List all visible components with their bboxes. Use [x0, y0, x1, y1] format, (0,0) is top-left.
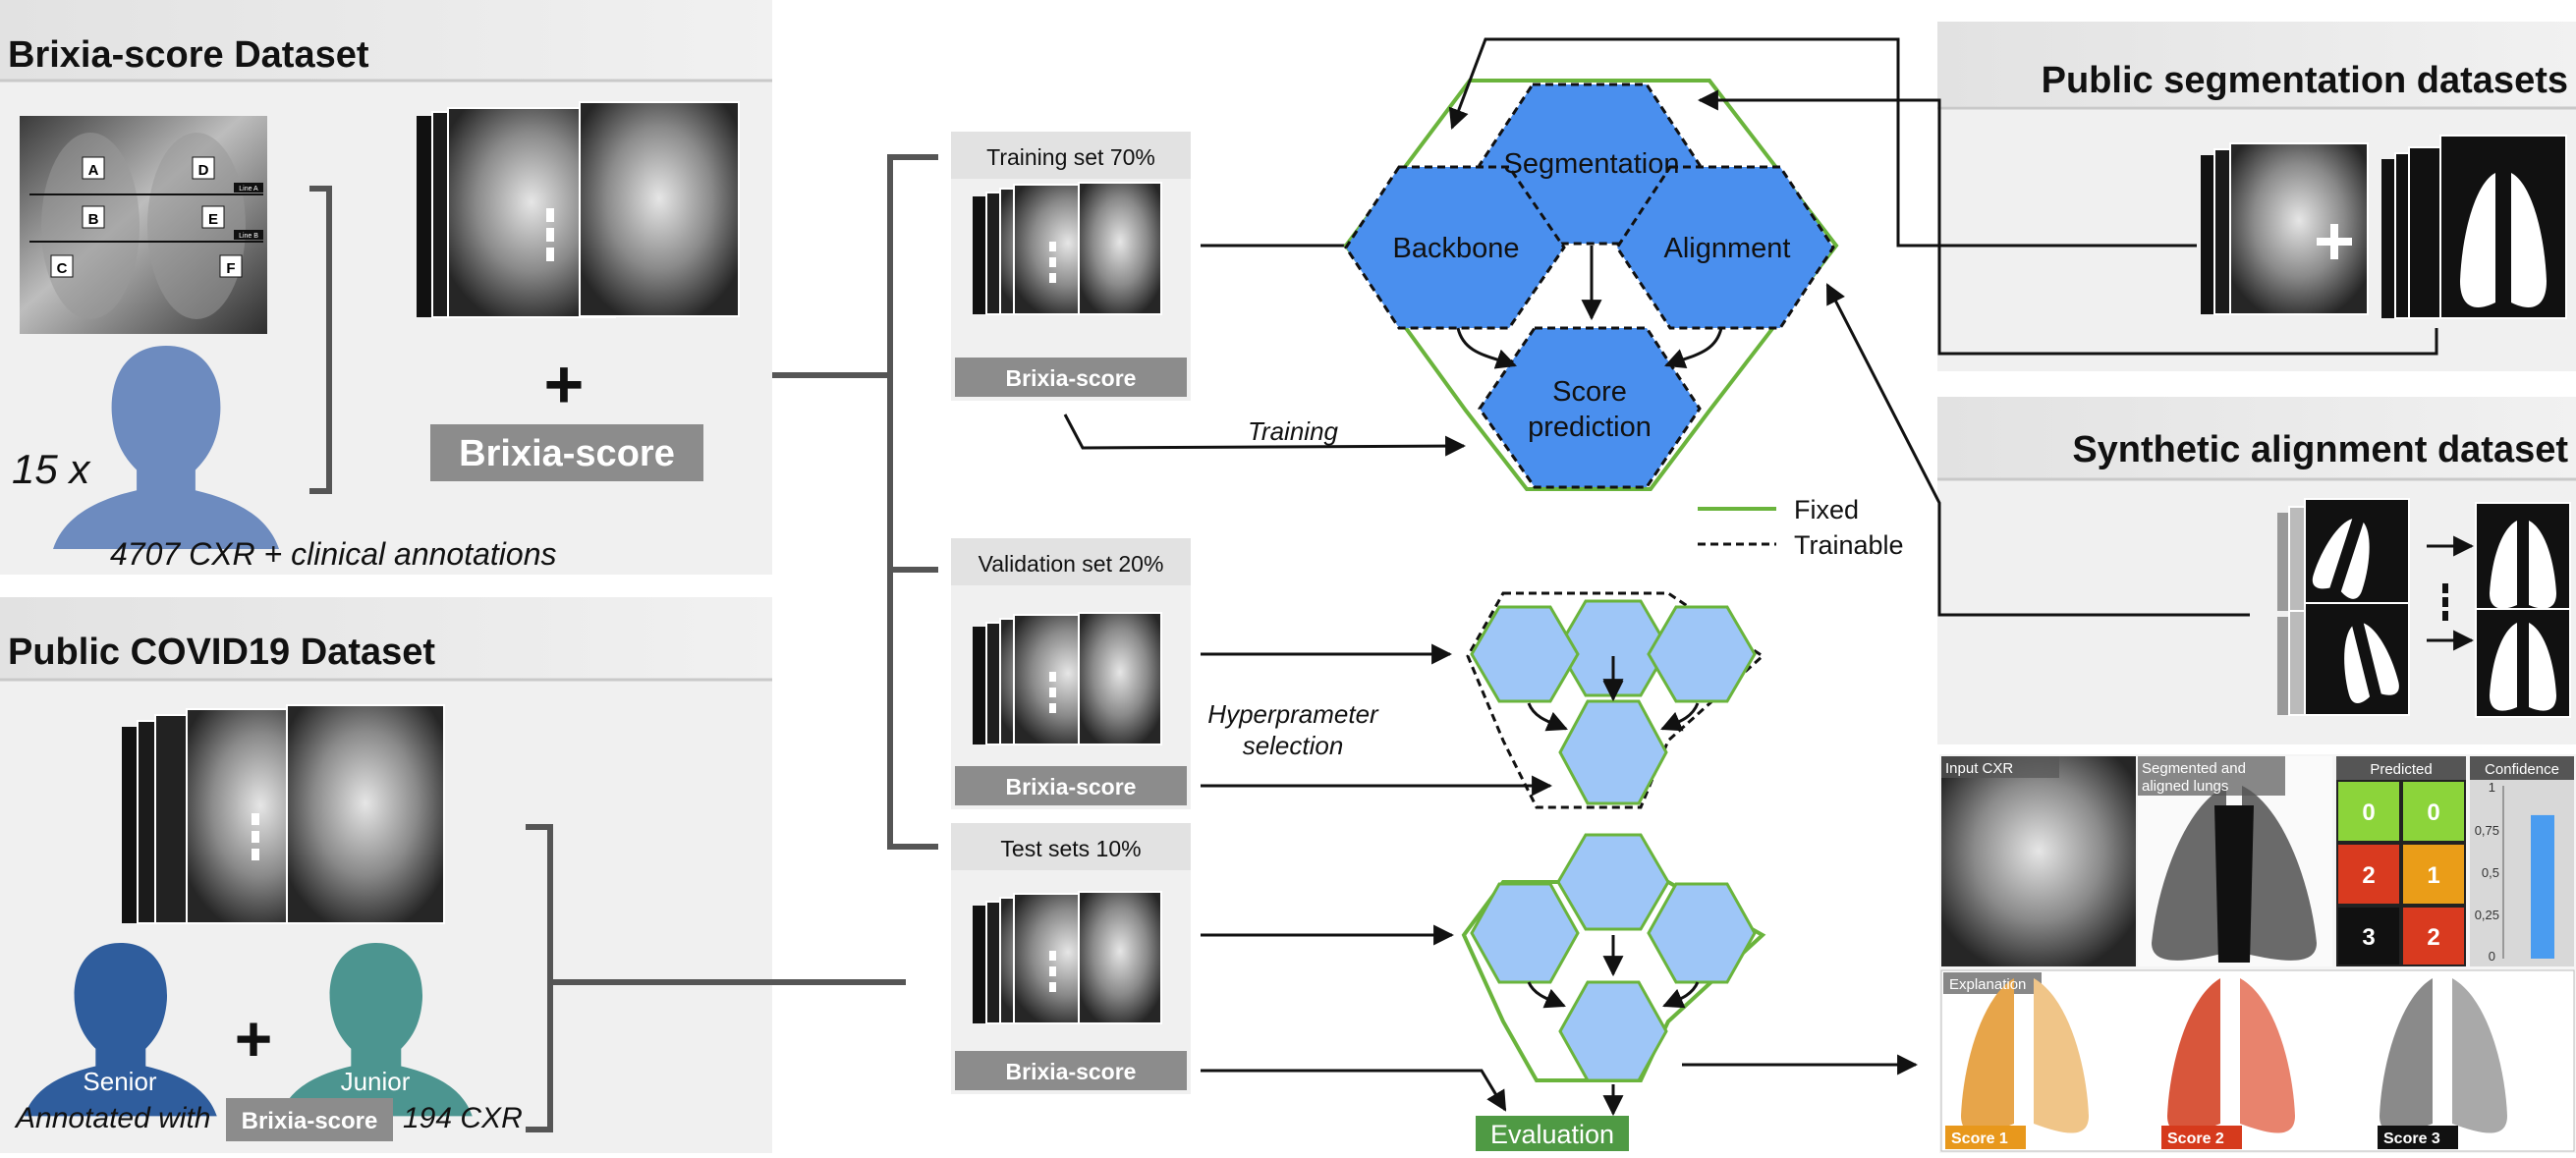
confidence-tick-025: 0,25: [2475, 908, 2499, 922]
pred-value-0-0: 0: [2362, 800, 2375, 826]
hyper-label-line2: selection: [1243, 731, 1344, 760]
training-xray-stack-icon: [972, 182, 1162, 315]
confidence-tick-075: 0,75: [2475, 823, 2499, 838]
junior-label: Junior: [341, 1067, 411, 1096]
segmented-label-line1: Segmented and: [2142, 760, 2246, 777]
alignment-input-stack-icon: [2277, 498, 2410, 716]
confidence-label: Confidence: [2485, 761, 2559, 778]
segmentation-label: Segmentation: [1504, 148, 1680, 180]
covid-annotated-with: Annotated with: [14, 1102, 210, 1134]
validation-split-badge-label: Brixia-score: [1006, 774, 1137, 800]
hyper-label-line1: Hyperprameter: [1207, 699, 1379, 729]
senior-label: Senior: [83, 1067, 156, 1096]
pred-cell-0-0: [2338, 782, 2399, 841]
pred-cell-0-1: [2403, 782, 2464, 841]
test-split-badge-label: Brixia-score: [1006, 1059, 1137, 1084]
test-split-badge: [955, 1051, 1187, 1090]
training-split-badge: [955, 358, 1187, 397]
test-split-label: Test sets 10%: [1000, 836, 1141, 861]
score1-heatmap-icon: [1961, 978, 2089, 1133]
confidence-tick-0: 0: [2489, 949, 2495, 964]
lung-mask-stack-icon: [2381, 135, 2567, 319]
zone-label-f: F: [226, 260, 235, 277]
brixia-title: Brixia-score Dataset: [8, 34, 369, 76]
line-a-label: Line A: [239, 186, 258, 193]
training-split-label: Training set 70%: [986, 144, 1155, 170]
score-label-line1: Score: [1552, 376, 1627, 408]
brixia-bracket: [309, 186, 332, 494]
validation-xray-stack-icon: [972, 612, 1162, 745]
brixia-badge-label: Brixia-score: [459, 433, 675, 474]
score-prediction-hex: [1478, 326, 1702, 489]
covid-bracket: [526, 824, 553, 1132]
score2-heatmap-icon: [2167, 978, 2295, 1133]
zone-label-d: D: [198, 162, 209, 179]
covid-plus: +: [235, 1002, 273, 1075]
test-xray-stack-icon: [972, 891, 1162, 1024]
backbone-hex: [1344, 165, 1566, 330]
confidence-tick-1: 1: [2489, 780, 2495, 795]
split-bracket: [887, 154, 938, 850]
legend-trainable: Trainable: [1794, 530, 1904, 560]
segmented-label-line2: aligned lungs: [2142, 778, 2228, 795]
confidence-bar: [2531, 814, 2554, 959]
input-cxr-label: Input CXR: [1945, 760, 2013, 777]
brixia-xray-stack-icon: [417, 101, 740, 318]
brixia-caption: 4707 CXR + clinical annotations: [110, 536, 557, 572]
pred-value-1-0: 2: [2362, 862, 2375, 889]
annotators-count: 15 x: [12, 446, 91, 492]
covid-badge-label: Brixia-score: [242, 1108, 378, 1134]
pred-value-0-1: 0: [2427, 800, 2439, 826]
pred-value-2-1: 2: [2427, 924, 2439, 951]
pred-cell-1-0: [2338, 845, 2399, 904]
pred-cell-2-1: [2403, 908, 2464, 965]
pred-cell-1-1: [2403, 845, 2464, 904]
brixia-badge: [430, 424, 703, 481]
alignment-hex: [1615, 165, 1835, 330]
alignment-output-stack-icon: [2475, 502, 2571, 718]
validation-split-badge: [955, 766, 1187, 805]
score-label-line2: prediction: [1528, 412, 1652, 443]
annotated-cxr-image: A B C D E F Line A Line B: [20, 116, 267, 334]
backbone-label: Backbone: [1393, 233, 1520, 264]
pred-cell-2-0: [2338, 908, 2399, 965]
segmentation-xray-stack-icon: [2201, 142, 2369, 315]
confidence-chart: [2470, 756, 2574, 966]
pred-value-2-0: 3: [2362, 924, 2375, 951]
test-hex-cluster: [1461, 833, 1766, 1082]
legend-fixed: Fixed: [1794, 495, 1859, 524]
validation-hex-cluster: [1466, 591, 1765, 809]
zone-label-e: E: [208, 211, 218, 228]
brixia-plus: +: [544, 346, 585, 422]
training-flow-label: Training: [1248, 416, 1339, 446]
evaluation-badge: [1476, 1116, 1629, 1151]
score3-label: Score 3: [2383, 1130, 2440, 1147]
results-panel: [1939, 754, 2576, 1153]
score1-label: Score 1: [1951, 1130, 2008, 1147]
confidence-tick-05: 0,5: [2482, 865, 2499, 880]
validation-split-label: Validation set 20%: [979, 551, 1164, 577]
pred-value-1-1: 1: [2427, 862, 2439, 889]
predicted-label: Predicted: [2370, 761, 2432, 778]
alignment-label: Alignment: [1664, 233, 1791, 264]
line-b-label: Line B: [239, 233, 258, 240]
covid-badge: [226, 1098, 393, 1141]
training-split-badge-label: Brixia-score: [1006, 365, 1137, 391]
covid-title: Public COVID19 Dataset: [8, 632, 435, 673]
segmentation-panel-title: Public segmentation datasets: [2042, 60, 2568, 101]
score2-label: Score 2: [2167, 1130, 2224, 1147]
zone-label-c: C: [57, 260, 68, 277]
alignment-panel-title: Synthetic alignment dataset: [2072, 429, 2568, 470]
zone-label-a: A: [88, 162, 99, 179]
explanation-label: Explanation: [1949, 976, 2026, 993]
model-hex-cluster: [1343, 79, 1839, 491]
covid-count: 194 CXR: [403, 1102, 523, 1134]
evaluation-label: Evaluation: [1490, 1120, 1614, 1149]
zone-label-b: B: [88, 211, 99, 228]
input-cxr-image: [1941, 756, 2136, 966]
score3-heatmap-icon: [2380, 978, 2507, 1133]
covid-xray-stack-icon: [122, 704, 445, 924]
